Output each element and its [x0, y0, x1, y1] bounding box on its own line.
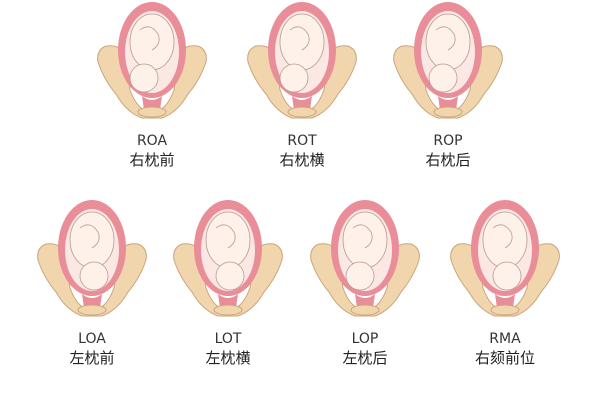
fetus-head: [345, 261, 375, 291]
position-name: 右颏前位: [474, 349, 535, 367]
position-code: RMA: [489, 331, 521, 347]
position-rma: RMA 右颏前位: [440, 198, 570, 368]
fetus-limbs: [289, 26, 310, 51]
position-lot: LOT 左枕横: [163, 198, 293, 368]
fetus-body: [129, 13, 175, 71]
fetus-head: [492, 261, 522, 291]
position-code: ROP: [433, 133, 463, 149]
position-code: LOA: [78, 331, 106, 347]
position-roa: ROA 右枕前: [87, 0, 217, 170]
position-name: 左枕横: [205, 349, 251, 367]
pubic-bone: [77, 304, 107, 316]
fetus-head: [428, 63, 458, 93]
fetus-head: [279, 63, 309, 93]
fetal-position-illustration: [393, 2, 503, 119]
fetus-limbs: [79, 224, 100, 249]
position-rop: ROP 右枕后: [383, 0, 513, 170]
fetus-body: [69, 211, 115, 269]
position-code: LOP: [351, 331, 379, 347]
fetus-head: [129, 63, 159, 93]
pubic-bone: [490, 304, 520, 316]
pubic-bone: [350, 304, 380, 316]
fetal-position-illustration: [173, 200, 283, 317]
fetal-position-illustration: [450, 200, 560, 317]
fetal-position-illustration: [37, 200, 147, 317]
fetus-body: [482, 211, 528, 269]
position-code: ROT: [287, 133, 317, 149]
cervix: [218, 294, 238, 308]
pubic-bone: [287, 106, 317, 118]
fetus-limbs: [435, 26, 456, 51]
fetus-limbs: [492, 224, 513, 249]
fetus-body: [279, 13, 325, 71]
position-name: 左枕前: [69, 349, 115, 367]
position-name: 右枕前: [129, 151, 175, 169]
fetus-head: [215, 261, 245, 291]
position-name: 右枕横: [279, 151, 325, 169]
fetus-limbs: [215, 224, 236, 249]
fetus-limbs: [139, 26, 160, 51]
position-code: LOT: [214, 331, 242, 347]
fetus-body: [425, 13, 471, 71]
pubic-bone: [213, 304, 243, 316]
pubic-bone: [137, 106, 167, 118]
fetal-position-illustration: [310, 200, 420, 317]
cervix: [82, 294, 102, 308]
fetus-head: [79, 261, 109, 291]
cervix: [142, 96, 162, 110]
fetal-position-illustration: [247, 2, 357, 119]
cervix: [355, 294, 375, 308]
cervix: [438, 96, 458, 110]
position-lop: LOP 左枕后: [300, 198, 430, 368]
pubic-bone: [433, 106, 463, 118]
fetal-position-illustration: [97, 2, 207, 119]
position-code: ROA: [136, 133, 168, 149]
cervix: [495, 294, 515, 308]
cervix: [292, 96, 312, 110]
fetus-body: [205, 211, 251, 269]
position-rot: ROT 右枕横: [237, 0, 367, 170]
position-loa: LOA 左枕前: [27, 198, 157, 368]
fetus-limbs: [352, 224, 373, 249]
position-name: 右枕后: [425, 151, 471, 169]
fetus-body: [342, 211, 388, 269]
position-name: 左枕后: [342, 349, 388, 367]
